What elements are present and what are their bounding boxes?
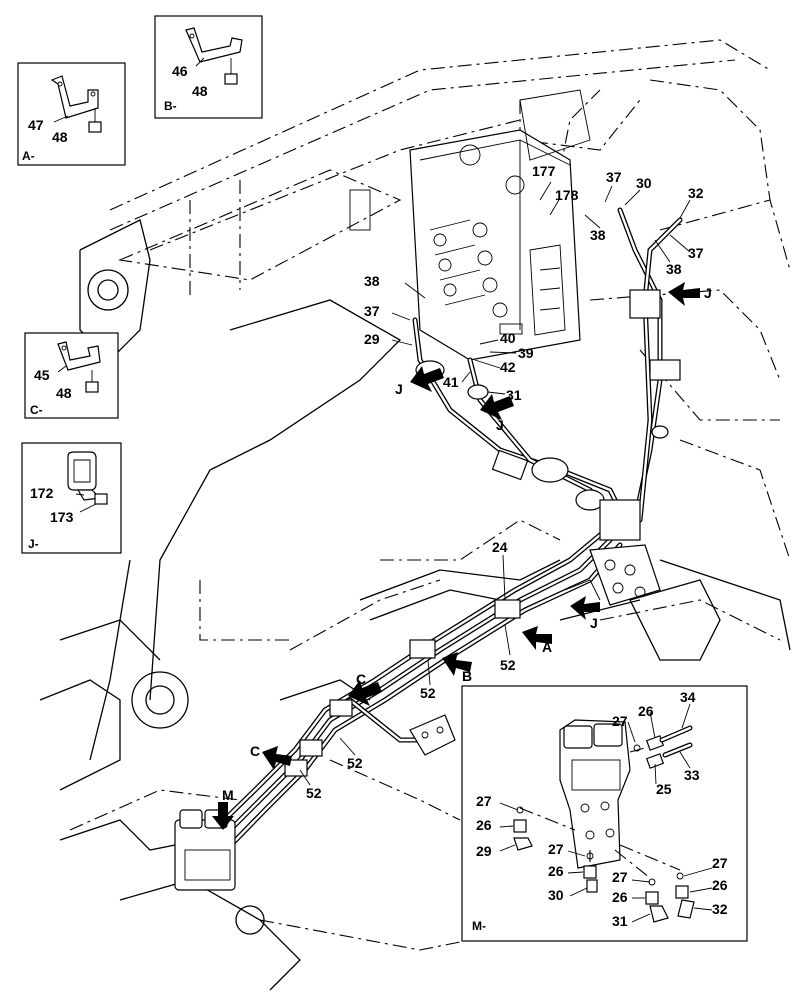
inset-a-part-47: 47 — [28, 117, 44, 133]
junction-block — [409, 714, 456, 756]
callout-37-right: 37 — [688, 245, 704, 261]
arrow-b — [442, 652, 472, 676]
arrow-c-2 — [262, 746, 292, 770]
callout-29: 29 — [364, 331, 380, 347]
inset-m-part-26-left: 26 — [476, 817, 492, 833]
arrow-c-1 — [348, 680, 382, 706]
pilot-valve-block — [564, 544, 661, 606]
inset-b: 46 48 B- — [154, 15, 263, 119]
arrow-a — [522, 626, 552, 650]
callout-37-left: 37 — [364, 303, 380, 319]
inset-m-part-27-r2: 27 — [712, 855, 728, 871]
callout-52-d: 52 — [306, 785, 322, 801]
callout-38-right: 38 — [666, 261, 682, 277]
inset-m-part-27-left: 27 — [476, 793, 492, 809]
inset-c-part-45: 45 — [34, 367, 50, 383]
callout-38-left: 38 — [364, 273, 380, 289]
inset-c: 45 48 C- — [24, 332, 119, 419]
arrow-m — [212, 802, 234, 830]
callout-30: 30 — [636, 175, 652, 191]
inset-m-part-26-r2: 26 — [712, 877, 728, 893]
callout-177: 177 — [532, 163, 556, 179]
inset-c-part-48: 48 — [56, 385, 72, 401]
inset-m-part-34: 34 — [680, 689, 696, 705]
callout-31: 31 — [506, 387, 522, 403]
view-letter-j-4: J — [590, 615, 598, 631]
inset-a: 47 48 A- — [17, 62, 126, 166]
inset-m-part-26-mid: 26 — [548, 863, 564, 879]
view-arrows — [212, 282, 700, 830]
callout-52-c: 52 — [347, 755, 363, 771]
inset-m-part-25: 25 — [656, 781, 672, 797]
callout-52-b: 52 — [420, 685, 436, 701]
leader-lines — [299, 181, 691, 786]
inset-m-part-26-r1: 26 — [612, 889, 628, 905]
inset-b-part-48: 48 — [192, 83, 208, 99]
callout-37-top: 37 — [606, 169, 622, 185]
view-letter-c-1: C — [356, 671, 366, 687]
inset-a-label: A- — [22, 149, 35, 163]
callout-41: 41 — [443, 374, 459, 390]
callout-52-a: 52 — [500, 657, 516, 673]
inset-m-part-27-top: 27 — [612, 713, 628, 729]
inset-m-part-29: 29 — [476, 843, 492, 859]
arrow-j-2 — [410, 366, 444, 392]
callout-42: 42 — [500, 359, 516, 375]
callout-24: 24 — [492, 539, 508, 555]
callout-39: 39 — [518, 345, 534, 361]
inset-m-part-30: 30 — [548, 887, 564, 903]
inset-j-part-172: 172 — [30, 485, 54, 501]
control-valve-block — [349, 89, 591, 361]
inset-m-part-33: 33 — [684, 767, 700, 783]
inset-m-part-27-r1: 27 — [612, 869, 628, 885]
view-letter-m: M — [222, 787, 234, 803]
view-letter-a: A — [542, 639, 552, 655]
view-letter-c-2: C — [250, 743, 260, 759]
view-letter-j-2: J — [395, 381, 403, 397]
callout-38-center: 38 — [590, 227, 606, 243]
inset-m-part-27-mid: 27 — [548, 841, 564, 857]
callout-178: 178 — [555, 187, 579, 203]
view-letter-j-1: J — [704, 285, 712, 301]
hose-clamps — [284, 289, 681, 777]
arrow-j-3 — [480, 394, 514, 420]
machine-frame — [69, 39, 791, 951]
inset-b-label: B- — [164, 99, 177, 113]
view-letter-b: B — [462, 668, 472, 684]
inset-m-label: M- — [472, 919, 486, 933]
inset-m-part-26-top: 26 — [638, 703, 654, 719]
arrow-j-1 — [668, 282, 700, 306]
inset-a-part-48: 48 — [52, 129, 68, 145]
inset-m-part-32: 32 — [712, 901, 728, 917]
inset-j: 172 173 J- — [21, 442, 122, 554]
view-letter-j-3: J — [496, 417, 504, 433]
inset-m-part-31: 31 — [612, 913, 628, 929]
callout-32: 32 — [688, 185, 704, 201]
inset-j-label: J- — [28, 537, 39, 551]
inset-j-part-173: 173 — [50, 509, 74, 525]
arrow-j-4 — [570, 596, 600, 620]
inset-c-label: C- — [30, 403, 43, 417]
callout-40: 40 — [500, 330, 516, 346]
inset-m: 27 26 34 33 25 27 26 29 27 26 30 27 26 3… — [461, 685, 748, 942]
inset-b-part-46: 46 — [172, 63, 188, 79]
